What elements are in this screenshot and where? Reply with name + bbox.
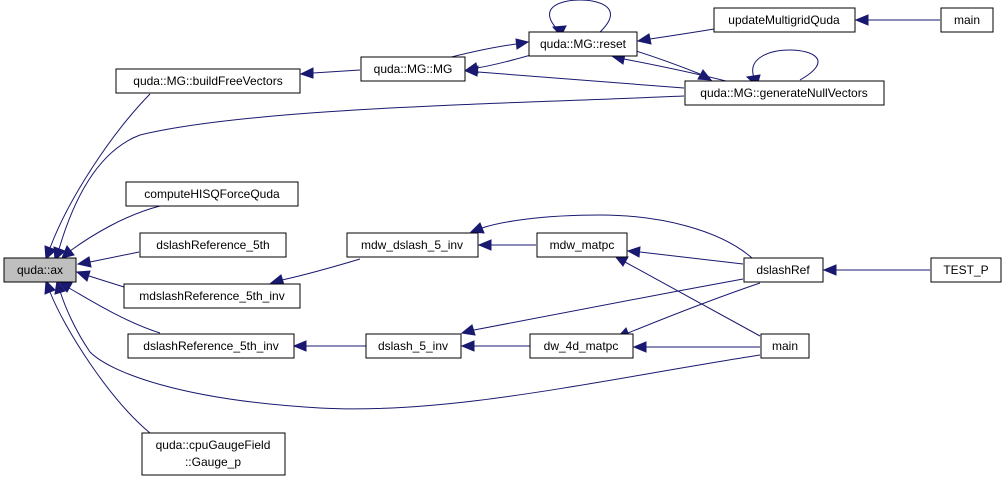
edge-reset-to-reset [549, 0, 611, 37]
edge-dslashref-to-dw4dmatpc [615, 282, 761, 339]
node-dw-4d-matpc[interactable]: dw_4d_matpc [529, 333, 634, 359]
node-quda-mg-reset[interactable]: quda::MG::reset [528, 31, 638, 57]
nodes: quda::ax quda::MG::buildFreeVectors quda… [3, 7, 1002, 476]
edge-generatenullvectors-to-ax [53, 95, 685, 262]
node-label: dw_4d_matpc [544, 339, 619, 353]
node-mdw-matpc[interactable]: mdw_matpc [536, 232, 628, 258]
node-label: ::Gauge_p [185, 455, 241, 469]
node-label: main [954, 13, 980, 27]
edge-mdslashreference5thinv-to-ax [75, 270, 125, 288]
node-dslash-5-inv[interactable]: dslash_5_inv [365, 333, 462, 359]
node-label: TEST_P [943, 263, 988, 277]
edge-maintop-to-updatemultigridquda [854, 14, 940, 26]
node-main-top[interactable]: main [940, 7, 994, 33]
node-updatemultigridquda[interactable]: updateMultigridQuda [713, 7, 856, 33]
node-computehisqforcequda[interactable]: computeHISQForceQuda [125, 181, 299, 207]
node-dslashreference-5th-inv[interactable]: dslashReference_5th_inv [127, 333, 295, 359]
edge-mdwmatpc-to-mdwdslash5inv [477, 239, 536, 251]
node-label: quda::MG::buildFreeVectors [133, 74, 282, 88]
node-mdw-dslash-5-inv[interactable]: mdw_dslash_5_inv [346, 232, 479, 258]
edge-computehisqforcequda-to-ax [61, 205, 161, 259]
node-label: quda::cpuGaugeField [156, 438, 271, 452]
node-mdslashreference-5th-inv[interactable]: mdslashReference_5th_inv [123, 283, 301, 309]
node-label: mdw_matpc [550, 238, 615, 252]
node-quda-mg-buildfreevectors[interactable]: quda::MG::buildFreeVectors [115, 68, 301, 94]
node-label: mdw_dslash_5_inv [361, 238, 463, 252]
node-label: updateMultigridQuda [728, 13, 840, 27]
node-label: quda::MG::MG [374, 62, 453, 76]
edge-dslashref-to-mdwmatpc [626, 246, 744, 265]
node-quda-cpugaugefield-gauge-p[interactable]: quda::cpuGaugeField ::Gauge_p [141, 432, 286, 476]
edge-dslashreference5th-to-ax [76, 251, 140, 268]
node-dslashreference-5th[interactable]: dslashReference_5th [139, 232, 287, 258]
edge-mainbottom-to-ax [54, 279, 761, 410]
node-label: main [772, 339, 798, 353]
node-label: computeHISQForceQuda [144, 187, 280, 201]
edge-testp-to-dslashref [822, 264, 930, 276]
edge-cpugaugefield-to-ax [44, 279, 151, 434]
edge-generatenullvectors-to-mg [464, 65, 685, 89]
edges [44, 0, 940, 434]
node-quda-mg-generatenullvectors[interactable]: quda::MG::generateNullVectors [684, 80, 885, 106]
node-label: dslashRef [756, 263, 810, 277]
node-label: quda::ax [17, 263, 63, 277]
node-quda-ax[interactable]: quda::ax [3, 257, 77, 283]
node-label: quda::MG::generateNullVectors [700, 86, 867, 100]
edge-updatemultigridquda-to-reset [636, 28, 715, 45]
edge-mdwdslash5inv-to-mdslashreference5thinv [269, 258, 361, 286]
edge-mg-to-buildfreevectors [299, 67, 361, 79]
node-label: quda::MG::reset [540, 37, 627, 51]
node-test-p[interactable]: TEST_P [930, 257, 1002, 283]
edge-mainbottom-to-mdwmatpc [613, 255, 761, 337]
edge-mainbottom-to-dw4dmatpc [632, 341, 760, 353]
node-label: dslash_5_inv [378, 339, 448, 353]
node-main-bottom[interactable]: main [760, 333, 810, 359]
node-label: dslashReference_5th [156, 238, 269, 252]
edge-dslashref-to-dslash5inv [460, 278, 744, 336]
node-quda-mg-mg[interactable]: quda::MG::MG [360, 56, 466, 82]
node-dslashref[interactable]: dslashRef [743, 257, 824, 283]
edge-dslash5inv-to-dslashreference5thinv [292, 340, 366, 352]
edge-generatenullvectors-to-reset [610, 53, 731, 83]
edge-buildfreevectors-to-ax [44, 93, 151, 261]
edge-dw4dmatpc-to-dslash5inv [460, 340, 530, 352]
node-label: mdslashReference_5th_inv [139, 289, 284, 303]
node-label: dslashReference_5th_inv [143, 339, 278, 353]
